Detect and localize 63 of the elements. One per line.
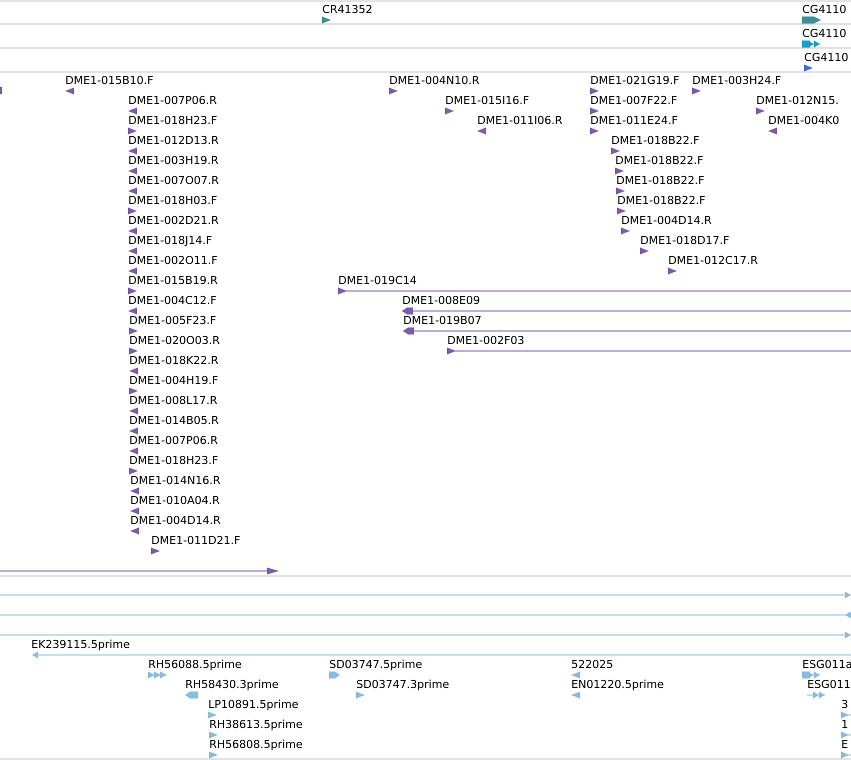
feature-label: DME1-014N16.R [131,476,220,484]
feature-label: DME1-020O03.R [130,336,220,344]
feature-label: DME1-012C17.R [669,256,758,264]
feature-label: ESG011 [808,680,850,688]
feature-label: EN01220.5prime [572,680,664,690]
feature-label: 3 [842,700,848,708]
feature-label: DME1-007F22.F [591,96,677,104]
feature-label: RH56808.5prime [210,740,302,750]
feature-label: DME1-018J14.F [129,236,212,246]
feature-label: CR41352 [322,4,372,14]
feature-label: DME1-002D21.R [129,216,218,224]
feature-label: DME1-004H19.F [130,376,218,384]
feature-label: DME1-019B07 [404,316,481,324]
feature-label: LP10891.5prime [209,700,298,710]
feature-label: DME1-004D14.R [622,216,712,224]
feature-label: 522025 [572,660,612,668]
feature-label: DME1-018B22.F [617,176,704,184]
feature-label: DME1-019C14 [339,276,416,284]
feature-label: DME1-004D14.R [131,516,220,524]
feature-label: DME1-015I16.F [446,96,528,104]
feature-label: DME1-002F03 [448,336,524,344]
feature-label: CG4110 [802,4,846,14]
feature-label: DME1-003H19.R [129,156,218,164]
feature-label: DME1-012D13.R [129,136,218,144]
feature-label: DME1-015B19.R [129,276,218,284]
feature-label: E [842,740,848,748]
feature-label: SD03747.5prime [330,660,422,670]
feature-label: DME1-018D17.F [641,236,729,244]
feature-label: CG4110 [804,52,848,62]
feature-label: DME1-021G19.F [591,76,679,84]
feature-label: EK239115.5prime [32,640,130,650]
feature-label: RH56088.5prime [149,660,242,670]
feature-label: DME1-018H03.F [129,196,217,204]
feature-label: DME1-011E24.F [591,116,678,124]
feature-label: DME1-014B05.R [130,416,218,424]
feature-label: DME1-004N10.R [390,76,480,84]
feature-label: DME1-008E09 [403,296,480,304]
feature-label: DME1-018B22.F [612,136,699,144]
feature-label: DME1-018H23.F [130,456,218,464]
feature-label: DME1-018B22.F [616,156,703,164]
feature-label: ESG011a [803,660,851,668]
feature-label: DME1-018K22.R [130,356,218,364]
feature-label: RH38613.5prime [210,720,302,730]
feature-label: DME1-011I06.R [478,116,562,124]
feature-label: DME1-007P06.R [130,436,218,444]
feature-label: DME1-007P06.R [129,96,217,104]
feature-label: DME1-018H23.F [129,116,217,124]
feature-label: DME1-004C12.F [129,296,216,304]
feature-label: DME1-003H24.F [693,76,780,84]
feature-label: DME1-002O11.F [129,256,217,264]
feature-label: DME1-018B22.F [618,196,705,204]
feature-label: DME1-010A04.R [131,496,220,504]
feature-label: DME1-007O07.R [129,176,219,184]
feature-label: DME1-008L17.R [130,396,218,404]
feature-label: CG4110 [802,28,846,38]
feature-label: DME1-011D21.F [152,536,240,544]
feature-label: RH58430.3prime [186,680,278,690]
feature-label: DME1-005F23.F [130,316,216,324]
feature-label: DME1-015B10.F [66,76,153,84]
feature-label: SD03747.3prime [356,680,449,690]
feature-label: DME1-012N15. [757,96,838,104]
feature-label: DME1-004K0 [769,116,839,124]
feature-label: 1 [842,720,848,728]
